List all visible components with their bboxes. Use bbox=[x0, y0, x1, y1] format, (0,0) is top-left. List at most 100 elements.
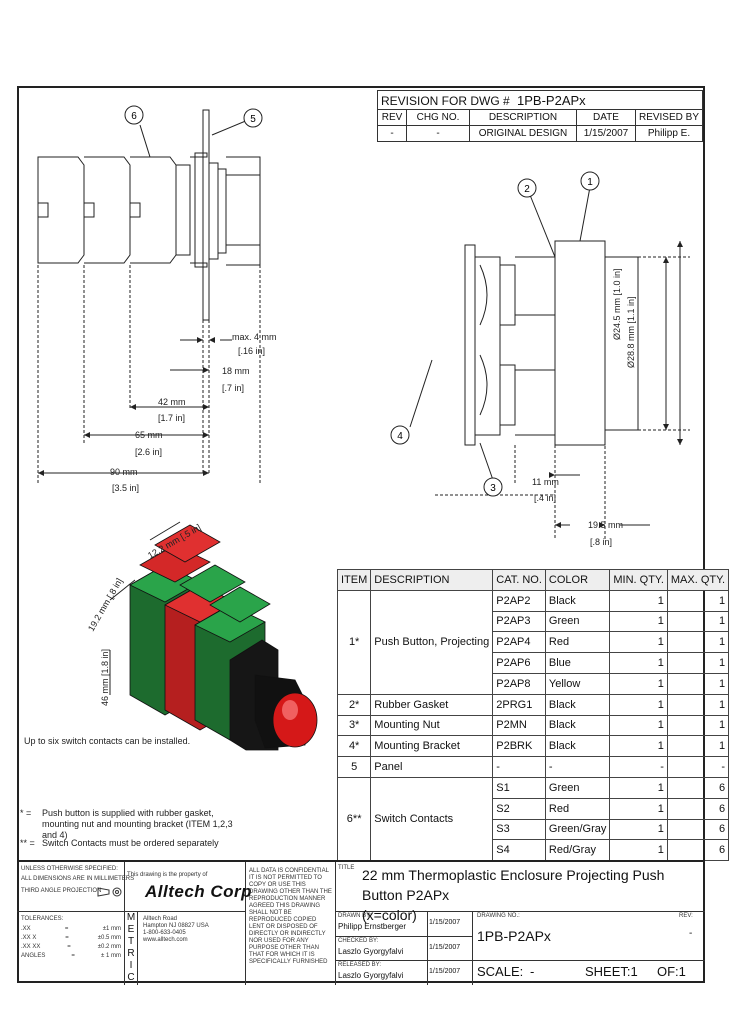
drawn-by-label: DRAWN BY: bbox=[338, 913, 372, 919]
bom-description: Mounting Bracket bbox=[370, 735, 494, 758]
footnote-1-text: Push button is supplied with rubber gask… bbox=[42, 808, 233, 840]
rev-label: REV: bbox=[679, 913, 693, 919]
rev-header-by: REVISED BY bbox=[634, 109, 704, 126]
bom-cat-no: P2AP6 bbox=[492, 652, 546, 674]
callout-2: 2 bbox=[524, 184, 530, 195]
title-label: TITLE bbox=[338, 865, 355, 871]
contact-block-outline bbox=[130, 156, 177, 264]
bom-color: Black bbox=[544, 693, 611, 716]
dim-max4-in: [.16 in] bbox=[238, 346, 266, 356]
drawing-title-line-1: 22 mm Thermoplastic Enclosure Projecting… bbox=[362, 867, 665, 903]
rev-cell: Philipp E. bbox=[634, 125, 704, 142]
bom-header-row: ITEM DESCRIPTION CAT. NO. COLOR MIN. QTY… bbox=[336, 569, 729, 591]
rev-header-rev: REV bbox=[377, 109, 407, 126]
callout-4: 4 bbox=[397, 431, 403, 442]
bom-min-qty: 1 bbox=[609, 610, 668, 633]
drawing-title-line-2: (x=color) bbox=[362, 907, 417, 923]
bom-max-qty: 6 bbox=[666, 839, 729, 862]
company-address: Alltech Road Hampton NJ 08827 USA 1-800-… bbox=[143, 916, 209, 943]
contact-terminal bbox=[129, 202, 141, 218]
bom-color: Red bbox=[544, 797, 611, 820]
dim-18: 18 mm bbox=[222, 366, 250, 376]
of-label: OF:1 bbox=[657, 964, 686, 979]
bom-description: Push Button, Projecting bbox=[370, 589, 494, 695]
bom-min-qty: 1 bbox=[609, 839, 668, 862]
rev-header-chg: CHG NO. bbox=[406, 109, 470, 126]
bom-min-qty: 1 bbox=[609, 631, 668, 654]
bom-color: - bbox=[544, 756, 611, 778]
bom-cat-no: P2BRK bbox=[492, 735, 546, 758]
bom-item: 5 bbox=[336, 756, 372, 778]
drawn-by: Philipp Ernstberger bbox=[338, 922, 407, 931]
dim-19-5: 19.5 mm bbox=[588, 520, 624, 530]
bom-max-qty: 1 bbox=[666, 631, 729, 654]
dim-iso-h: 46 mm [1.8 in] bbox=[100, 649, 110, 706]
bom-cat-no: - bbox=[492, 756, 546, 778]
tolerances-list: .XX=±1 mm .XX X=±0.5 mm .XX XX=±0.2 mm A… bbox=[21, 926, 121, 960]
drawn-date: 1/15/2007 bbox=[429, 919, 461, 926]
footnote-2-text: Switch Contacts must be ordered separate… bbox=[42, 838, 219, 848]
dims-in-mm: ALL DIMENSIONS ARE IN MILLIMETERS bbox=[21, 876, 135, 882]
callout-5: 5 bbox=[250, 114, 256, 125]
bom-min-qty: 1 bbox=[609, 797, 668, 820]
tolerance-row: .XX X=±0.5 mm bbox=[21, 935, 121, 941]
dim-dia-24-5-in: [1.0 in] bbox=[612, 268, 622, 296]
bom-item: 3* bbox=[336, 714, 372, 737]
checked-by: Laszlo Gyorgyfalvi bbox=[338, 947, 404, 956]
dim-dia-28-8: Ø28.8 mm [1.1 in] bbox=[626, 272, 636, 368]
sheet-label: SHEET:1 bbox=[585, 964, 638, 979]
dim-11-in: [.4 in] bbox=[534, 493, 557, 503]
bom-max-qty: 6 bbox=[666, 797, 729, 820]
rev-header-desc: DESCRIPTION bbox=[469, 109, 577, 126]
footnote-2: ** = Switch Contacts must be ordered sepa… bbox=[20, 838, 340, 849]
isometric-render bbox=[109, 521, 318, 751]
title-block: UNLESS OTHERWISE SPECIFIED: ALL DIMENSIO… bbox=[17, 860, 705, 985]
bom-min-qty: 1 bbox=[609, 672, 668, 695]
confidential-notice: ALL DATA IS CONFIDENTIAL IT IS NOT PERMI… bbox=[249, 868, 332, 965]
section-view-drawing: 2 1 4 3 bbox=[390, 171, 690, 540]
bom-min-qty: 1 bbox=[609, 714, 668, 737]
released-date: 1/15/2007 bbox=[429, 968, 461, 975]
drawing-title: 22 mm Thermoplastic Enclosure Projecting… bbox=[362, 865, 702, 925]
bom-cat-no: P2AP3 bbox=[492, 610, 546, 633]
bom-header-cat-no: CAT. NO. bbox=[492, 569, 546, 591]
bom-max-qty: 1 bbox=[666, 735, 729, 758]
callout-6: 6 bbox=[131, 111, 137, 122]
bom-min-qty: 1 bbox=[609, 652, 668, 674]
checked-by-label: CHECKED BY: bbox=[338, 938, 379, 944]
contact-terminal bbox=[83, 202, 95, 218]
dim-19-5-in: [.8 in] bbox=[590, 537, 613, 547]
bom-max-qty: 1 bbox=[666, 610, 729, 633]
rev-cell: - bbox=[406, 125, 470, 142]
contacts-note: Up to six switch contacts can be install… bbox=[24, 736, 191, 746]
dim-18-in: [.7 in] bbox=[222, 383, 245, 393]
dim-max4: max. 4 mm bbox=[232, 332, 277, 342]
bom-max-qty: 1 bbox=[666, 714, 729, 737]
bom-max-qty: 6 bbox=[666, 776, 729, 799]
dim-42-in: [1.7 in] bbox=[158, 413, 186, 423]
rev-header-date: DATE bbox=[575, 109, 636, 126]
third-angle-projection: THIRD ANGLE PROJECTION bbox=[21, 888, 102, 894]
footnote-2-mark: ** = bbox=[20, 838, 35, 848]
tolerance-row: ANGLES=± 1 mm bbox=[21, 953, 121, 959]
checked-date: 1/15/2007 bbox=[429, 944, 461, 951]
bom-header-color: COLOR bbox=[544, 569, 611, 591]
bom-item: 6** bbox=[336, 776, 372, 862]
projection-symbol-icon bbox=[97, 887, 122, 897]
bom-description: Panel bbox=[370, 756, 494, 778]
bom-min-qty: 1 bbox=[609, 818, 668, 841]
bom-color: Green/Gray bbox=[544, 818, 611, 841]
dim-90-in: [3.5 in] bbox=[112, 483, 140, 493]
bom-cat-no: S1 bbox=[492, 776, 546, 799]
bom-color: Black bbox=[544, 714, 611, 737]
bom-header-min-qty: MIN. QTY. bbox=[609, 569, 668, 591]
bom-cat-no: S3 bbox=[492, 818, 546, 841]
bom-description: Mounting Nut bbox=[370, 714, 494, 737]
callout-6-circle bbox=[124, 105, 144, 125]
rev-cell: 1/15/2007 bbox=[575, 125, 636, 142]
